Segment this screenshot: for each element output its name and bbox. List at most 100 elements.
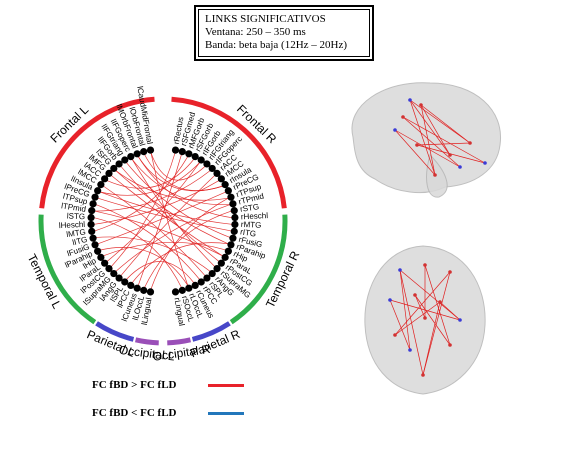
brain-link bbox=[420, 104, 436, 176]
node-dot bbox=[208, 164, 216, 173]
brain-node bbox=[458, 318, 462, 322]
connection-link bbox=[94, 170, 211, 212]
legend-increase-label: FC fBD > FC fLD bbox=[92, 379, 177, 391]
connection-link bbox=[106, 159, 195, 189]
node-dot bbox=[87, 213, 95, 222]
brain-link bbox=[394, 271, 451, 336]
node-dot bbox=[110, 269, 118, 278]
node-dot bbox=[217, 259, 225, 267]
node-dot bbox=[230, 227, 238, 235]
brain-link bbox=[394, 129, 461, 168]
connection-link bbox=[150, 152, 189, 286]
brain-axial-view bbox=[364, 245, 486, 395]
sector-arc-occipital-r bbox=[167, 337, 192, 346]
node-label: rMTG bbox=[241, 220, 262, 230]
node-dot bbox=[191, 281, 199, 290]
node-dot bbox=[227, 241, 235, 249]
node-dot bbox=[197, 278, 205, 286]
brain-link bbox=[409, 99, 471, 144]
node-dot bbox=[230, 207, 238, 215]
brain-link bbox=[399, 269, 411, 351]
connection-link bbox=[94, 156, 189, 232]
brain-link bbox=[414, 294, 451, 346]
node-dot bbox=[133, 150, 141, 158]
node-label: rITG bbox=[240, 227, 257, 238]
legend-decrease-swatch bbox=[208, 412, 244, 415]
node-dot bbox=[88, 227, 96, 235]
sector-arc-temporal-r bbox=[229, 214, 288, 325]
node-dot bbox=[224, 247, 232, 255]
connection-link bbox=[131, 159, 231, 205]
connection-link bbox=[93, 217, 182, 288]
brain-node bbox=[448, 270, 452, 274]
node-label: lMTG bbox=[66, 227, 87, 239]
title-box: LINKS SIGNIFICATIVOS Ventana: 250 – 350 … bbox=[194, 5, 374, 61]
node-dot bbox=[101, 175, 109, 183]
sector-label: Occipital L bbox=[118, 343, 176, 364]
node-dot bbox=[115, 274, 123, 282]
node-dot bbox=[140, 148, 148, 156]
connection-link bbox=[144, 210, 232, 288]
connection-link bbox=[95, 236, 211, 272]
connection-link bbox=[94, 210, 223, 257]
brain-link bbox=[424, 264, 451, 346]
node-dot bbox=[115, 160, 123, 168]
node-dot bbox=[133, 284, 141, 292]
brain-node bbox=[421, 373, 425, 377]
connection-link bbox=[115, 204, 231, 272]
node-dot bbox=[146, 288, 155, 296]
brain-link bbox=[409, 99, 451, 156]
title-inner: LINKS SIGNIFICATIVOS Ventana: 250 – 350 … bbox=[198, 9, 370, 57]
brain-node bbox=[483, 161, 487, 165]
sector-arc-frontal-l bbox=[39, 96, 155, 209]
connection-link bbox=[137, 154, 182, 286]
node-dot bbox=[203, 274, 211, 282]
brain-link bbox=[422, 271, 451, 376]
connection-link bbox=[126, 261, 195, 283]
node-dot bbox=[121, 156, 129, 164]
brain-node bbox=[423, 316, 427, 320]
sector-arc-frontal-r bbox=[171, 96, 287, 209]
node-dot bbox=[127, 152, 135, 161]
node-dot bbox=[208, 269, 216, 278]
brain-node bbox=[468, 141, 472, 145]
node-dot bbox=[227, 193, 235, 201]
node-dot bbox=[231, 220, 239, 229]
node-dot bbox=[89, 234, 97, 242]
connection-link bbox=[126, 162, 231, 238]
brain-link bbox=[420, 104, 471, 144]
brain-node bbox=[408, 348, 412, 352]
node-dot bbox=[91, 241, 99, 249]
brain-link bbox=[416, 142, 471, 146]
node-label: lTPmid bbox=[61, 201, 87, 213]
brain-node bbox=[448, 343, 452, 347]
brain-link bbox=[394, 301, 441, 336]
node-dot bbox=[97, 181, 105, 189]
node-dot bbox=[140, 286, 148, 294]
brain-lateral-view bbox=[351, 82, 502, 198]
node-label: rSTG bbox=[239, 202, 259, 214]
brain-node bbox=[415, 143, 419, 147]
band-line: Banda: beta baja (12Hz – 20Hz) bbox=[205, 39, 348, 51]
brain-node bbox=[393, 128, 397, 132]
brain-link bbox=[389, 299, 461, 321]
connection-link bbox=[120, 175, 216, 276]
node-dot bbox=[110, 164, 118, 173]
node-dot bbox=[88, 207, 96, 215]
node-dot bbox=[101, 259, 109, 267]
node-dot bbox=[217, 175, 225, 183]
node-dot bbox=[191, 152, 199, 161]
brain-node bbox=[438, 300, 442, 304]
node-dot bbox=[178, 148, 186, 156]
brain-node bbox=[398, 268, 402, 272]
node-label: lSTG bbox=[67, 211, 86, 221]
node-dot bbox=[121, 278, 129, 286]
title-line: LINKS SIGNIFICATIVOS bbox=[205, 13, 326, 25]
node-dot bbox=[213, 264, 221, 273]
node-dot bbox=[185, 150, 193, 158]
brain-link bbox=[389, 299, 411, 351]
node-dot bbox=[94, 187, 102, 195]
sector-arc-parietal-r bbox=[191, 321, 231, 342]
node-dot bbox=[146, 146, 155, 154]
node-dot bbox=[229, 200, 237, 208]
